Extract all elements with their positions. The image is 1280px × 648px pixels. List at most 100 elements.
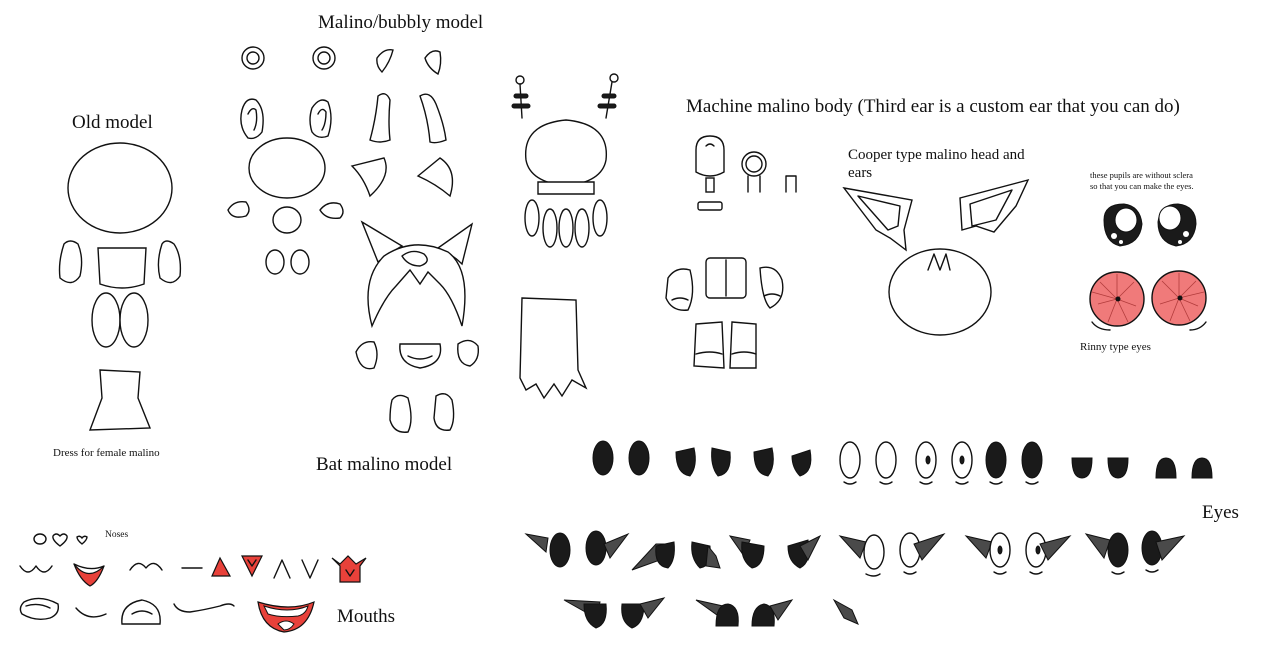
eye-lid-e2 [1039,535,1072,561]
eye-white-2 [875,441,897,479]
eye-half-3 [1155,457,1177,479]
eye-dot-1-pupil [925,455,931,465]
eye-lid-g2 [639,597,666,619]
bubbly-long-ear-left-inner [247,107,258,131]
eye-lid-f2 [1155,535,1186,561]
bubbly-long-ear-left [240,98,264,140]
eye-lid-a2 [603,532,630,559]
eye-e2-lash [1029,571,1043,575]
eye-solid-4 [1021,441,1043,479]
machine-right-arm [759,266,784,309]
old-model-torso [97,247,147,289]
eye-e1-pupil [997,545,1003,555]
eye-solid-2 [628,440,650,476]
antenna-model-part-4 [574,208,590,248]
pupil-left-sparkle-2 [1119,240,1123,244]
old-model-dress [88,369,152,431]
eye-dot-2-lash [955,481,969,485]
antenna-left-stem [519,83,523,119]
mouth-m [129,562,163,571]
eye-h2 [751,603,775,627]
bubbly-torso [272,206,302,234]
pupil-left-sparkle-1 [1111,233,1117,239]
bubbly-left-foot [265,249,285,275]
label-old-model: Old model [72,112,153,133]
mouth-grin-teeth [263,605,309,618]
eye-h1 [715,603,739,627]
old-model-head [67,142,173,234]
old-model-left-leg [91,292,121,348]
eye-lidded-4 [791,449,812,477]
eye-f2-lash [1145,569,1159,573]
cooper-ear-right-inner [969,189,1013,227]
eye-b1 [655,541,675,569]
eye-lid-d1 [838,535,867,559]
eye-lid-b2 [705,544,721,569]
bubbly-tall-ear-right [419,93,447,144]
antenna-right-tip [609,73,619,83]
old-model-right-arm [157,240,182,284]
eye-solid-4-lash [1025,481,1039,485]
mouth-triangle-up [211,556,232,577]
mouth-caret-up [273,559,291,579]
eyes-row-2 [524,530,1186,577]
eye-solid-3 [985,441,1007,479]
bubbly-ear-ring-left-inner [246,51,260,65]
eye-dot-1-lash [919,481,933,485]
eye-g1 [583,603,607,629]
pupil-right-highlight [1158,205,1182,231]
bubbly-long-ear-right [309,99,332,139]
machine-ear-1-stem [705,177,715,193]
eye-lid-a1 [524,533,549,553]
cooper-head-tuft [927,253,951,271]
eye-g2 [621,603,645,629]
bubbly-model-group [227,46,454,275]
pupil-right-sparkle-2 [1178,240,1182,244]
label-bubbly-model: Malino/bubbly model [318,12,484,33]
machine-right-leg-line [731,351,757,355]
eye-d1-lash [865,573,881,577]
eye-e2-pupil [1035,545,1041,555]
old-model-left-arm [58,240,83,284]
bubbly-tall-ear-left [369,93,391,143]
antenna-head-group [511,73,619,400]
mouth-dome [121,599,161,625]
antenna-model-part-3 [558,208,574,248]
machine-right-arm-line [763,293,781,297]
nose-heart [52,533,68,547]
bat-torso-inner [407,355,433,360]
eye-lid-c2 [799,534,822,562]
eye-white-1-lash [843,481,857,485]
old-model-right-leg [119,292,149,348]
machine-right-leg [729,321,757,369]
eyes-row-3 [563,597,859,629]
cooper-head [888,248,992,336]
antenna-left-tip [515,75,525,85]
eye-dot-2-pupil [959,455,965,465]
eye-e1-lash [993,571,1007,575]
machine-ear-1-slot [705,143,715,147]
nose-small-heart [76,535,88,545]
bubbly-wing-ear-left [350,157,387,198]
machine-ear-1 [695,135,725,177]
machine-left-arm [665,268,694,311]
rinny-eye-right-veins [1159,273,1205,322]
bat-left-foot [389,394,412,433]
bubbly-ear-ring-right-inner [317,51,331,65]
eye-c1 [741,541,765,569]
bat-right-foot [433,393,455,431]
mouth-wide-smile [173,603,235,613]
bubbly-wing-ear-right [416,157,454,198]
noses-group [33,533,88,547]
eye-lidded-2 [711,447,731,477]
bubbly-right-hand [319,202,344,220]
mouth-box-red-tooth [345,569,355,577]
bubbly-left-hand [227,200,250,218]
rinny-eye-left-lash [1091,321,1111,331]
antenna-head-collar [537,181,595,195]
eye-lid-d2 [913,532,946,561]
bat-left-hand [355,341,378,370]
mouth-grin-tongue [277,620,295,631]
label-mouths: Mouths [337,606,396,627]
